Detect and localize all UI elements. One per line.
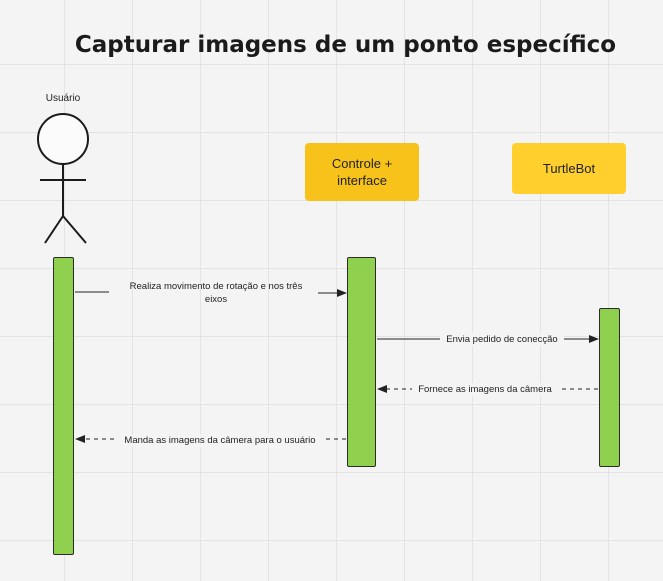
diagram-title: Capturar imagens de um ponto específico: [74, 32, 617, 58]
message-label-1: Realiza movimento de rotação e nos três …: [129, 281, 303, 305]
message-arrow-1: [75, 289, 347, 297]
message-label-2: Envia pedido de conecção: [440, 333, 564, 346]
activation-bar-controle: [347, 257, 376, 467]
activation-bar-turtlebot: [599, 308, 620, 467]
activation-bar-usuario: [53, 257, 74, 555]
actor-label: Usuário: [45, 93, 81, 104]
stick-figure-icon: [37, 113, 89, 244]
message-label-4: Manda as imagens da câmera para o usuári…: [116, 434, 324, 447]
message-label-3: Fornece as imagens da câmera: [412, 383, 558, 396]
participant-controle-interface[interactable]: Controle + interface: [305, 143, 419, 201]
participant-turtlebot[interactable]: TurtleBot: [512, 143, 626, 194]
